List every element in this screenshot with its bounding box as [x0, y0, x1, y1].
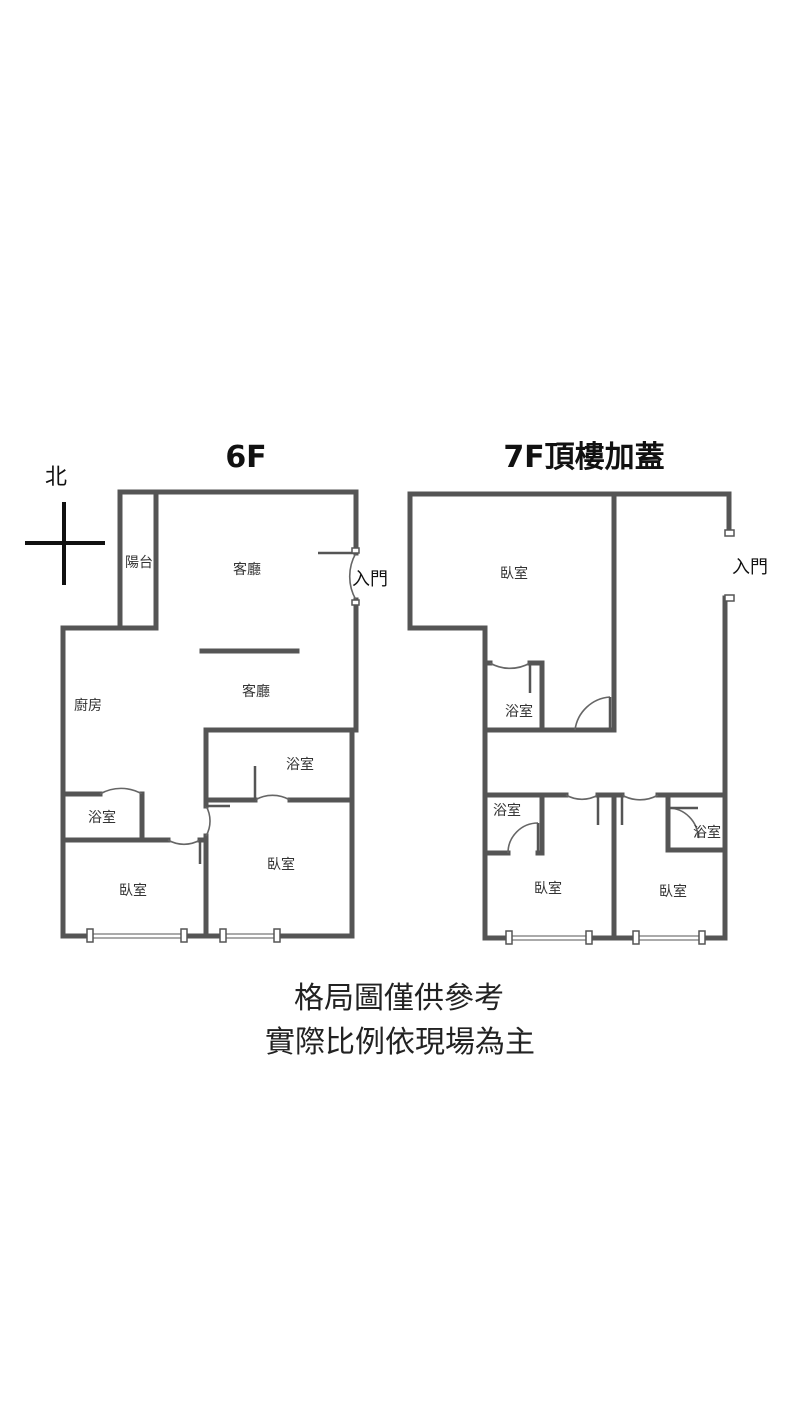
note-line-1: 格局圖僅供參考	[294, 981, 504, 1016]
floor7-title: 7F頂樓加蓋	[503, 440, 664, 475]
room-label-bathroom: 浴室	[286, 756, 314, 773]
room-label-bedroom: 臥室	[534, 880, 562, 897]
room-label-kitchen: 廚房	[74, 697, 102, 714]
floor6-windows	[86, 928, 281, 943]
north-label: 北	[45, 465, 67, 490]
room-label-bathroom: 浴室	[493, 802, 521, 819]
floor7-room-labels: 臥室 入門 浴室 浴室 浴室 臥室 臥室	[493, 557, 768, 900]
disclaimer-note: 格局圖僅供參考 實際比例依現場為主	[265, 981, 535, 1060]
floor6-doors	[99, 547, 360, 864]
room-label-living: 客廳	[242, 683, 270, 700]
door-swing-icon	[254, 794, 291, 801]
room-label-bedroom: 臥室	[119, 882, 147, 899]
floor6-room-labels: 陽台 客廳 入門 客廳 廚房 浴室 浴室 臥室 臥室	[74, 555, 388, 899]
room-label-bedroom: 臥室	[659, 883, 687, 900]
door-swing-icon	[507, 822, 539, 854]
door-swing-icon	[565, 794, 599, 801]
room-label-balcony: 陽台	[125, 555, 153, 571]
floor7-windows	[505, 930, 706, 945]
room-label-bathroom: 浴室	[693, 824, 721, 841]
floor7-doors	[489, 529, 735, 854]
note-line-2: 實際比例依現場為主	[265, 1025, 535, 1060]
floor6-title: 6F	[225, 440, 266, 475]
door-swing-icon	[574, 696, 611, 731]
door-swing-icon	[205, 805, 211, 837]
entrance-label: 入門	[352, 569, 388, 590]
room-label-bedroom: 臥室	[267, 856, 295, 873]
floor7-walls	[407, 491, 732, 941]
room-label-bedroom: 臥室	[500, 565, 528, 582]
floor6-walls	[60, 489, 359, 939]
entrance-label: 入門	[732, 557, 768, 578]
room-label-living: 客廳	[233, 561, 261, 578]
compass: 北	[25, 465, 105, 585]
door-swing-icon	[489, 662, 531, 670]
room-label-bathroom: 浴室	[88, 809, 116, 826]
room-label-bathroom: 浴室	[505, 703, 533, 720]
door-swing-icon	[167, 839, 201, 846]
door-swing-icon	[348, 552, 357, 601]
compass-cross-icon	[25, 502, 105, 585]
door-swing-icon	[621, 794, 659, 801]
door-swing-icon	[99, 787, 143, 795]
